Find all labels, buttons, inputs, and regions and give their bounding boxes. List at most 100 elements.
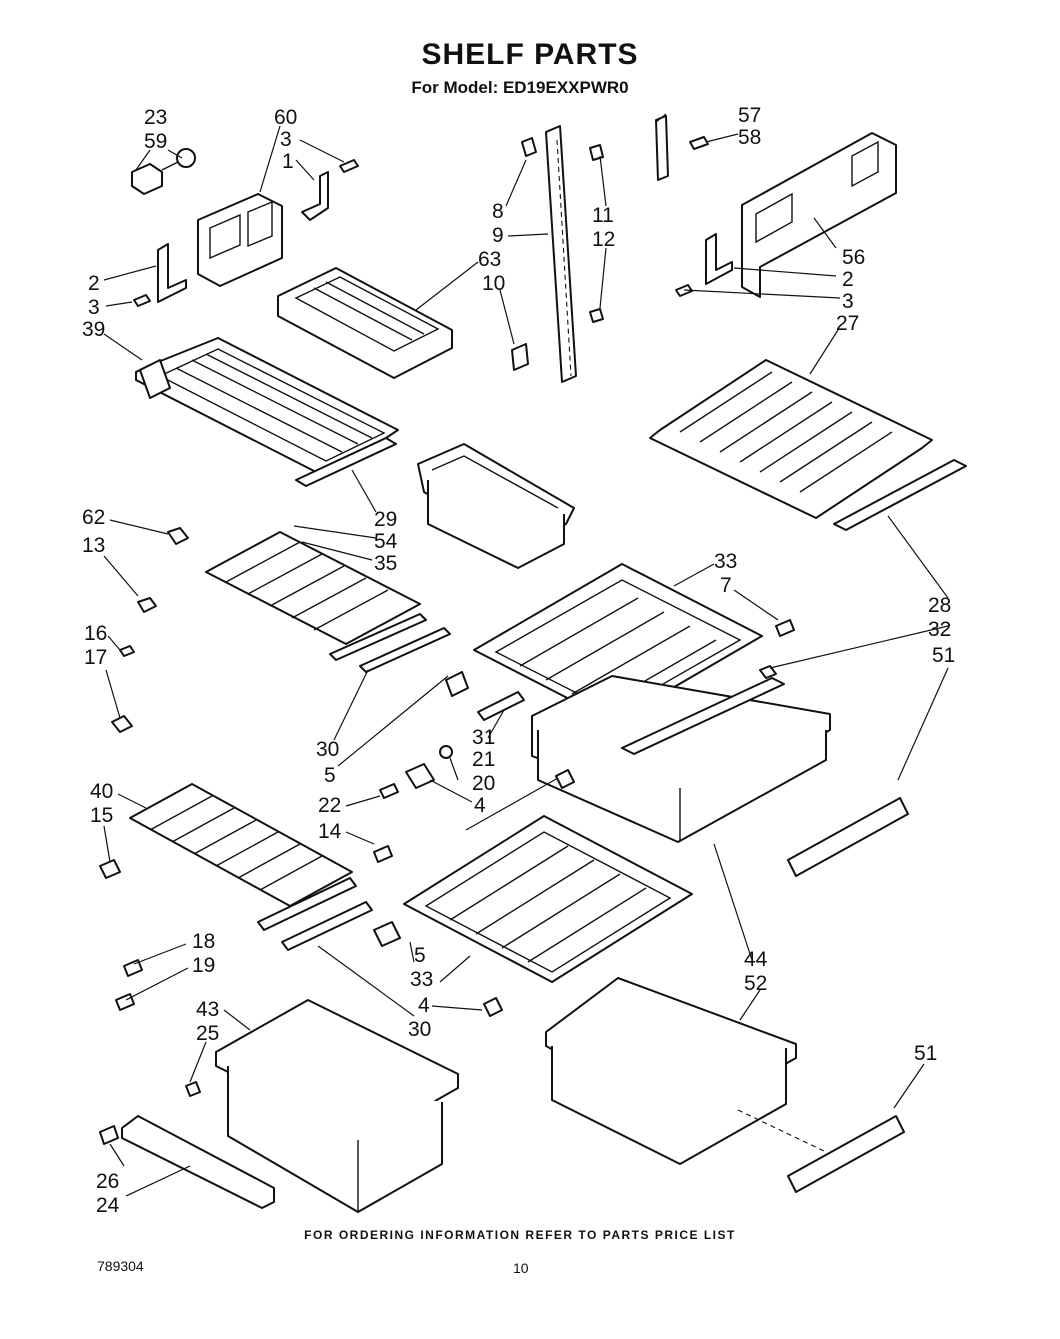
shelf-trim-a bbox=[329, 613, 427, 661]
rail-cap-part bbox=[511, 343, 529, 371]
callout-31: 31 bbox=[472, 726, 495, 749]
callout-62: 62 bbox=[82, 506, 105, 529]
callout-21: 21 bbox=[472, 748, 495, 771]
crisper-pan-52 bbox=[545, 977, 797, 1165]
callout-58: 58 bbox=[738, 126, 761, 149]
part-21 bbox=[439, 745, 453, 759]
shelf-trim-b bbox=[257, 877, 357, 931]
shelf-support-5-lower bbox=[373, 921, 401, 947]
callout-8: 8 bbox=[492, 200, 504, 223]
callout-39: 39 bbox=[82, 318, 105, 341]
callout-14: 14 bbox=[318, 820, 342, 843]
bracket-part-4-top bbox=[555, 769, 575, 789]
callout-1: 1 bbox=[282, 150, 294, 173]
wire-shelf-35 bbox=[205, 531, 421, 645]
callout-33-top: 33 bbox=[714, 550, 737, 573]
shelf-trim-30-lower bbox=[281, 901, 373, 951]
part-19 bbox=[115, 993, 135, 1011]
page-number: 10 bbox=[513, 1260, 529, 1276]
leader-lines bbox=[103, 113, 949, 1197]
callout-51-lower: 51 bbox=[914, 1042, 937, 1065]
trim-part-51-lower bbox=[787, 1115, 905, 1193]
callout-44: 44 bbox=[744, 948, 768, 971]
callout-26: 26 bbox=[96, 1170, 119, 1193]
clip-part-17 bbox=[111, 715, 133, 733]
callout-33-lower: 33 bbox=[410, 968, 433, 991]
callout-23: 23 bbox=[144, 106, 167, 129]
trim-alignment-line bbox=[737, 1109, 827, 1153]
rail-part-32 bbox=[759, 665, 777, 679]
rail-clip-part bbox=[521, 137, 537, 157]
callout-20: 20 bbox=[472, 772, 495, 795]
bracket-part-right bbox=[675, 233, 733, 297]
callout-16: 16 bbox=[84, 622, 107, 645]
light-socket-part bbox=[131, 148, 196, 195]
freezer-shelf-39 bbox=[135, 337, 399, 473]
callout-4-upper: 4 bbox=[474, 794, 486, 817]
shelf-trim-30 bbox=[359, 627, 451, 673]
callout-12: 12 bbox=[592, 228, 615, 251]
callout-27: 27 bbox=[836, 312, 859, 335]
callout-24: 24 bbox=[96, 1194, 120, 1217]
rail-screw-bottom bbox=[589, 308, 604, 323]
callout-3-right: 3 bbox=[842, 290, 854, 313]
shelf-trim-29 bbox=[295, 437, 397, 487]
shelf-trim-28 bbox=[833, 459, 967, 531]
meat-pan-43 bbox=[215, 999, 459, 1213]
callout-19: 19 bbox=[192, 954, 215, 977]
callout-35: 35 bbox=[374, 552, 397, 575]
part-18 bbox=[123, 959, 143, 977]
callout-63: 63 bbox=[478, 248, 501, 271]
callout-51-top: 51 bbox=[932, 644, 955, 667]
callout-52: 52 bbox=[744, 972, 767, 995]
shelf-support-5 bbox=[445, 671, 469, 697]
screw-part-25 bbox=[185, 1081, 201, 1097]
model-line: For Model: ED19EXXPWR0 bbox=[411, 78, 629, 97]
callout-7: 7 bbox=[720, 574, 732, 597]
callout-28: 28 bbox=[928, 594, 951, 617]
shelf-support-7 bbox=[775, 619, 795, 637]
rail-part-31 bbox=[477, 691, 525, 721]
page-title: SHELF PARTS bbox=[421, 38, 639, 71]
glass-shelf-33-lower bbox=[403, 815, 693, 983]
wire-shelf-27 bbox=[649, 359, 933, 519]
part-20 bbox=[405, 763, 435, 789]
part-22 bbox=[379, 783, 399, 799]
callout-9: 9 bbox=[492, 224, 504, 247]
part-26 bbox=[99, 1125, 119, 1145]
wire-shelf-40 bbox=[129, 783, 353, 907]
callout-56: 56 bbox=[842, 246, 865, 269]
callout-5-lower: 5 bbox=[414, 944, 426, 967]
crisper-drawer-44 bbox=[531, 675, 831, 843]
callout-15: 15 bbox=[90, 804, 113, 827]
callout-43: 43 bbox=[196, 998, 219, 1021]
pan-support-24 bbox=[121, 1115, 275, 1209]
callout-3: 3 bbox=[280, 128, 292, 151]
callout-18: 18 bbox=[192, 930, 215, 953]
callout-54: 54 bbox=[374, 530, 398, 553]
callout-5-upper: 5 bbox=[324, 764, 336, 787]
callout-13: 13 bbox=[82, 534, 105, 557]
bracket-part-4-lower bbox=[483, 997, 503, 1017]
support-part-14 bbox=[373, 845, 393, 863]
crisper-cover-trim bbox=[621, 677, 785, 755]
bracket-part-top bbox=[301, 159, 359, 221]
trim-part-51-top bbox=[787, 797, 909, 877]
callout-17: 17 bbox=[84, 646, 107, 669]
callout-2-right: 2 bbox=[842, 268, 854, 291]
callout-2-left: 2 bbox=[88, 272, 100, 295]
callout-numbers: 23 59 60 3 1 57 58 8 9 11 12 56 2 3 2 3 … bbox=[82, 104, 955, 1217]
vertical-shelf-rail bbox=[545, 125, 577, 383]
callout-3-left: 3 bbox=[88, 296, 100, 319]
clip-part-16 bbox=[119, 645, 135, 657]
document-number: 789304 bbox=[97, 1258, 144, 1274]
knob-part-62 bbox=[167, 527, 189, 545]
control-housing-part bbox=[741, 132, 897, 298]
rail-screw-top bbox=[589, 144, 604, 161]
callout-60: 60 bbox=[274, 106, 297, 129]
callout-25: 25 bbox=[196, 1022, 219, 1045]
callout-30-lower: 30 bbox=[408, 1018, 431, 1041]
hinge-pin-parts bbox=[655, 115, 709, 181]
